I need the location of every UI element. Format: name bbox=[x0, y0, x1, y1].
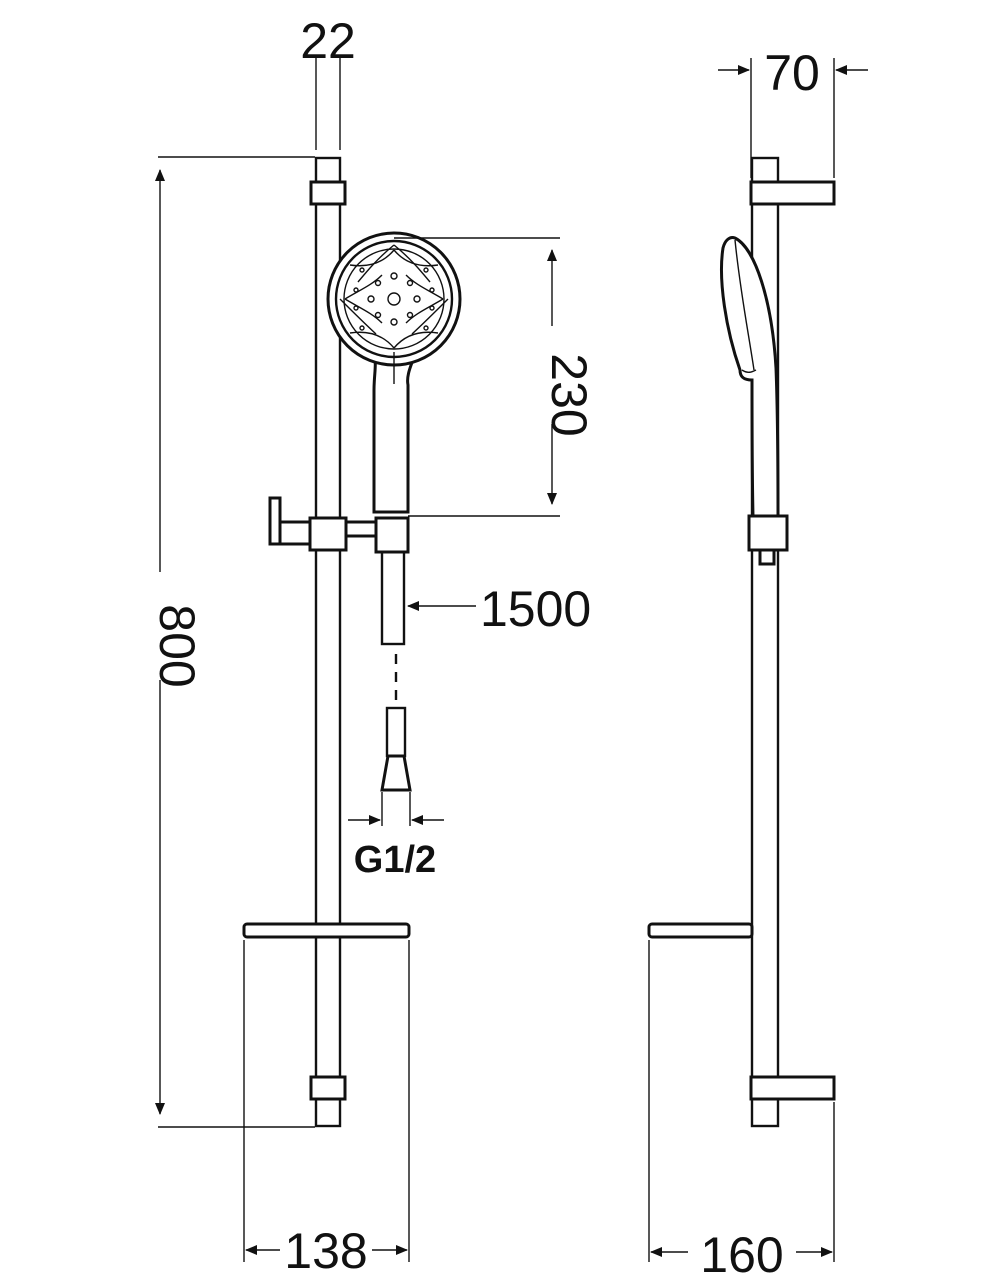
front-soap-shelf bbox=[242, 922, 411, 939]
handshower-side bbox=[720, 236, 780, 518]
dim-thread: G1/2 bbox=[348, 792, 444, 881]
front-bottom-bracket bbox=[309, 1075, 347, 1101]
hose-lower bbox=[385, 706, 407, 758]
side-bottom-bracket bbox=[749, 1075, 836, 1101]
dim-rail-height-label: 800 bbox=[149, 604, 205, 687]
handshower-front bbox=[326, 231, 462, 514]
slider-holder bbox=[268, 496, 410, 554]
hose-upper bbox=[380, 550, 406, 646]
front-rail bbox=[314, 156, 342, 1128]
side-soap-shelf bbox=[647, 922, 754, 939]
spray-face-pattern bbox=[339, 244, 449, 349]
front-top-bracket bbox=[309, 180, 347, 206]
front-view bbox=[242, 156, 462, 1128]
dim-shelf-side: 160 bbox=[648, 940, 835, 1283]
side-slider-nut bbox=[758, 548, 776, 566]
dim-hose-label: 1500 bbox=[480, 581, 591, 637]
dim-shelf-front-label: 138 bbox=[284, 1223, 367, 1279]
dim-rail-width: 22 bbox=[300, 13, 356, 150]
dim-handshower: 230 bbox=[394, 237, 597, 517]
side-slider bbox=[747, 514, 789, 552]
hose-nut bbox=[380, 754, 412, 792]
dim-thread-label: G1/2 bbox=[354, 839, 436, 881]
side-rail bbox=[750, 156, 780, 1128]
dim-handshower-label: 230 bbox=[541, 353, 597, 436]
dim-shelf-front: 138 bbox=[243, 940, 410, 1279]
dim-projection-label: 70 bbox=[764, 45, 820, 101]
side-top-bracket bbox=[749, 180, 836, 206]
dim-rail-width-label: 22 bbox=[300, 13, 356, 69]
dim-hose: 1500 bbox=[407, 581, 591, 637]
dim-shelf-side-label: 160 bbox=[700, 1227, 783, 1283]
dim-projection: 70 bbox=[718, 45, 868, 178]
side-view bbox=[647, 156, 836, 1128]
dim-rail-height: 800 bbox=[149, 156, 315, 1128]
